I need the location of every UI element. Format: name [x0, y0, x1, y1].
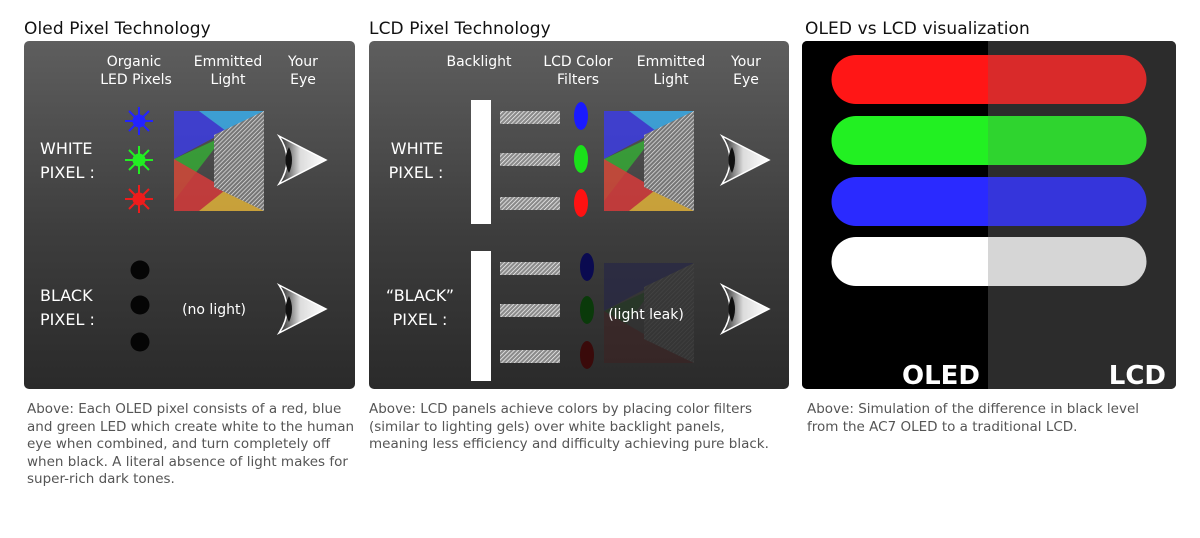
oled-label: OLED	[902, 361, 980, 389]
lcd-leaked-light	[604, 263, 694, 363]
lcd-col-emit-line2: Light	[654, 72, 689, 88]
oled-caption: Above: Each OLED pixel consists of a red…	[27, 401, 355, 487]
oled-emitted-light	[174, 111, 264, 211]
oled-col-eye-line1: Your	[287, 54, 318, 70]
oled-diagram: Organic LED Pixels Emmitted Light Your E…	[40, 54, 328, 352]
oled-blue-bar	[831, 177, 988, 226]
lcd-filter-blue-closed	[580, 253, 594, 281]
oled-col-emit-line1: Emmitted	[194, 54, 263, 70]
lcd-white-label-line1: WHITE	[391, 139, 443, 158]
lcd-filter-green-closed	[580, 296, 594, 324]
lcd-backlight-black	[471, 251, 491, 381]
oled-col-led-line2: LED Pixels	[100, 72, 172, 88]
lcd-beam-white-3	[500, 197, 560, 210]
lcd-filter-red	[574, 189, 588, 217]
oled-black-label-line1: BLACK	[40, 286, 93, 305]
oled-white-bar	[831, 237, 988, 286]
lcd-emitted-light	[604, 111, 694, 211]
oled-title: Oled Pixel Technology	[24, 19, 211, 39]
lcd-black-label-line1: “BLACK”	[386, 286, 454, 305]
lcd-beam-black-3	[500, 350, 560, 363]
lcd-light-leak-label: (light leak)	[608, 307, 684, 323]
lcd-eye-white-icon	[719, 134, 771, 186]
lcd-title: LCD Pixel Technology	[369, 19, 551, 39]
lcd-col-filter-line1: LCD Color	[543, 54, 613, 70]
lcd-label: LCD	[1109, 361, 1166, 389]
lcd-col-filter-line2: Filters	[557, 72, 599, 88]
oled-white-label-line1: WHITE	[40, 139, 92, 158]
lcd-beam-white-1	[500, 111, 560, 124]
lcd-col-eye-line2: Eye	[733, 72, 759, 88]
oled-col-emit-line2: Light	[211, 72, 246, 88]
lcd-beam-white-2	[500, 153, 560, 166]
oled-red-bar	[831, 55, 988, 104]
oled-eye-white-icon	[276, 134, 328, 186]
lcd-beam-black-1	[500, 262, 560, 275]
oled-eye-black-icon	[276, 283, 328, 335]
comparison-visual: OLED LCD	[802, 41, 1176, 389]
lcd-caption: Above: LCD panels achieve colors by plac…	[369, 401, 769, 452]
oled-black-label-line2: PIXEL :	[40, 310, 95, 329]
compare-caption: Above: Simulation of the difference in b…	[807, 401, 1140, 435]
oled-col-led-line1: Organic	[107, 54, 161, 70]
lcd-col-backlight: Backlight	[446, 54, 512, 70]
oled-off-led-3	[130, 332, 150, 352]
oled-col-eye-line2: Eye	[290, 72, 316, 88]
lcd-backlight-white	[471, 100, 491, 224]
blue-led-icon	[125, 107, 153, 135]
lcd-red-bar	[988, 55, 1147, 104]
lcd-filter-red-closed	[580, 341, 594, 369]
lcd-eye-black-icon	[719, 283, 771, 335]
oled-white-label-line2: PIXEL :	[40, 163, 95, 182]
compare-title: OLED vs LCD visualization	[805, 19, 1030, 39]
lcd-green-bar	[988, 116, 1147, 165]
lcd-filter-blue	[574, 102, 588, 130]
lcd-diagram: Backlight LCD Color Filters Emmitted Lig…	[386, 54, 771, 381]
lcd-col-emit-line1: Emmitted	[637, 54, 706, 70]
lcd-white-label-line2: PIXEL :	[389, 163, 444, 182]
oled-off-led-1	[130, 260, 150, 280]
lcd-black-label-line2: PIXEL :	[393, 310, 448, 329]
red-led-icon	[125, 185, 153, 213]
comparison-panel: OLED LCD	[802, 41, 1176, 389]
lcd-filter-green	[574, 145, 588, 173]
oled-off-led-2	[130, 295, 150, 315]
oled-diagram-panel: Organic LED Pixels Emmitted Light Your E…	[24, 41, 355, 389]
oled-green-bar	[831, 116, 988, 165]
lcd-white-bar	[988, 237, 1147, 286]
lcd-beam-black-2	[500, 304, 560, 317]
green-led-icon	[125, 146, 153, 174]
oled-no-light-label: (no light)	[182, 302, 246, 318]
lcd-diagram-panel: Backlight LCD Color Filters Emmitted Lig…	[369, 41, 789, 389]
lcd-col-eye-line1: Your	[730, 54, 761, 70]
lcd-blue-bar	[988, 177, 1147, 226]
